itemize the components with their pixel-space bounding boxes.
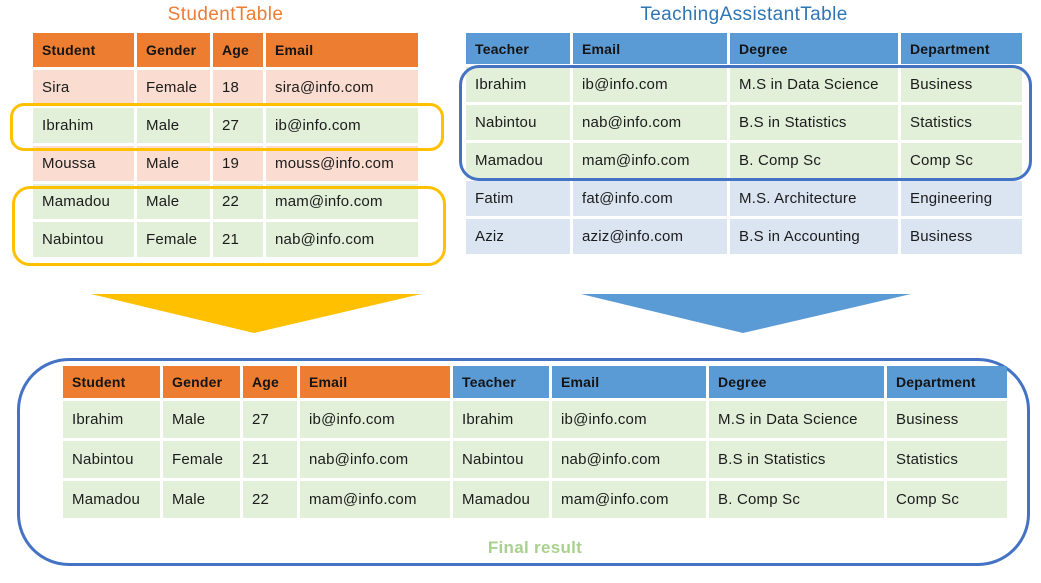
table-cell: Engineering [901,181,1022,216]
table-cell: Nabintou [33,222,134,257]
table-cell: Business [901,67,1022,102]
table-cell: Moussa [33,146,134,181]
column-header-email: Email [573,33,727,64]
table-cell: nab@info.com [266,222,418,257]
table-cell: 18 [213,70,263,105]
table-cell: nab@info.com [573,105,727,140]
column-header-age: Age [243,366,297,398]
table-cell: Male [163,401,240,438]
teaching-assistant-table-title: TeachingAssistantTable [640,4,848,25]
table-cell: Female [163,441,240,478]
table-cell: mouss@info.com [266,146,418,181]
table-cell: B.S in Accounting [730,219,898,254]
table-cell: Mamadou [33,184,134,219]
table-cell: ib@info.com [552,401,706,438]
table-cell: ib@info.com [573,67,727,102]
table-cell: M.S in Data Science [709,401,884,438]
table-cell: Business [887,401,1007,438]
column-header-student: Student [63,366,160,398]
column-header-teacher: Teacher [453,366,549,398]
table-cell: M.S. Architecture [730,181,898,216]
table-cell: 19 [213,146,263,181]
table-cell: Nabintou [63,441,160,478]
table-cell: Ibrahim [33,108,134,143]
table-cell: Mamadou [63,481,160,518]
table-cell: B.S in Statistics [730,105,898,140]
table-cell: Business [901,219,1022,254]
table-cell: mam@info.com [266,184,418,219]
table-cell: 27 [213,108,263,143]
final-result-label: Final result [487,538,583,557]
table-cell: Male [163,481,240,518]
table-cell: B. Comp Sc [730,143,898,178]
table-cell: Nabintou [466,105,570,140]
table-cell: M.S in Data Science [730,67,898,102]
column-header-teacher: Teacher [466,33,570,64]
table-cell: Male [137,184,210,219]
table-cell: Ibrahim [63,401,160,438]
column-header-degree: Degree [730,33,898,64]
blue-down-arrow-icon [581,294,911,333]
table-cell: 22 [213,184,263,219]
table-cell: nab@info.com [300,441,450,478]
table-cell: sira@info.com [266,70,418,105]
table-cell: mam@info.com [552,481,706,518]
table-cell: fat@info.com [573,181,727,216]
column-header-email: Email [266,33,418,67]
table-cell: Ibrahim [453,401,549,438]
table-cell: 27 [243,401,297,438]
column-header-age: Age [213,33,263,67]
table-cell: ib@info.com [266,108,418,143]
table-cell: 21 [243,441,297,478]
table-cell: mam@info.com [300,481,450,518]
column-header-email: Email [300,366,450,398]
table-cell: B.S in Statistics [709,441,884,478]
column-header-gender: Gender [163,366,240,398]
table-cell: Mamadou [466,143,570,178]
column-header-degree: Degree [709,366,884,398]
table-cell: Ibrahim [466,67,570,102]
column-header-department: Department [887,366,1007,398]
table-cell: Comp Sc [901,143,1022,178]
table-cell: ib@info.com [300,401,450,438]
table-cell: Statistics [901,105,1022,140]
table-cell: Male [137,108,210,143]
table-cell: aziz@info.com [573,219,727,254]
table-cell: Statistics [887,441,1007,478]
table-cell: Mamadou [453,481,549,518]
table-cell: Female [137,222,210,257]
student-table-title: StudentTable [167,4,284,25]
table-cell: Nabintou [453,441,549,478]
table-cell: Sira [33,70,134,105]
table-cell: Female [137,70,210,105]
table-cell: B. Comp Sc [709,481,884,518]
table-cell: Comp Sc [887,481,1007,518]
column-header-department: Department [901,33,1022,64]
table-cell: Male [137,146,210,181]
column-header-email: Email [552,366,706,398]
column-header-student: Student [33,33,134,67]
table-cell: Aziz [466,219,570,254]
table-cell: mam@info.com [573,143,727,178]
table-cell: 21 [213,222,263,257]
column-header-gender: Gender [137,33,210,67]
table-cell: Fatim [466,181,570,216]
table-cell: nab@info.com [552,441,706,478]
table-cell: 22 [243,481,297,518]
yellow-down-arrow-icon [91,294,421,333]
